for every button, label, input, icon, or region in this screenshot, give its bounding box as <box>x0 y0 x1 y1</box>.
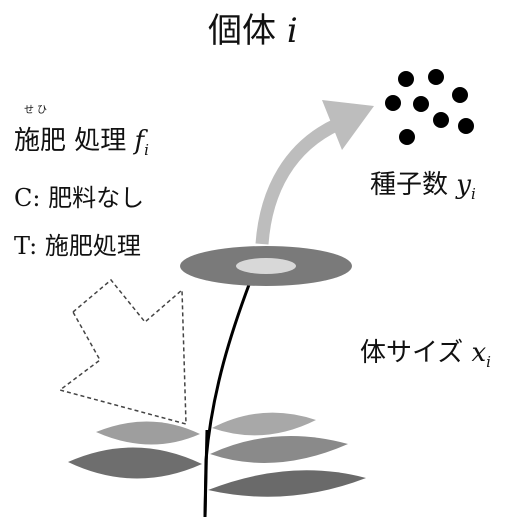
flower-center <box>236 258 296 274</box>
body-size-text: 体サイズ <box>360 338 464 368</box>
seed-dot <box>458 118 474 134</box>
seed-arrow-head <box>322 100 374 150</box>
fertilizer-label-text: 施肥 処理 <box>14 126 127 156</box>
seed-dot <box>413 96 429 112</box>
seed-arrow-shaft <box>255 118 341 245</box>
seed-dot <box>452 87 468 103</box>
condition-c-code: C: <box>14 184 41 212</box>
seed-dot <box>385 95 401 111</box>
condition-c: C: 肥料なし <box>14 186 144 210</box>
leaves <box>68 412 366 497</box>
seed-dot <box>399 129 415 145</box>
seed-count-variable: y <box>456 170 471 200</box>
seed-cluster <box>385 69 474 145</box>
title-variable: i <box>286 11 298 51</box>
condition-t-code: T: <box>14 232 38 260</box>
seed-dot <box>398 71 414 87</box>
fertilizer-subscript: i <box>144 141 149 160</box>
seed-count-label: 種子数 yi <box>370 172 476 202</box>
leaf-right-top <box>212 412 316 436</box>
body-size-label: 体サイズ xi <box>360 340 491 370</box>
leaf-right-middle <box>210 436 348 463</box>
seed-dot <box>433 112 449 128</box>
fertilizer-arrow <box>58 278 187 425</box>
condition-t-text: 施肥処理 <box>44 232 141 260</box>
plant-stem-front <box>203 429 209 517</box>
fertilizer-label: 施肥 処理 fi <box>14 128 149 158</box>
leaf-left-top <box>96 421 200 445</box>
body-size-subscript: i <box>486 353 491 372</box>
seed-count-text: 種子数 <box>370 170 449 200</box>
body-size-variable: x <box>471 338 487 368</box>
seed-dot <box>428 69 444 85</box>
leaf-left-bottom <box>68 447 202 479</box>
fertilizer-variable: f <box>134 126 145 156</box>
seed-count-subscript: i <box>470 185 476 204</box>
condition-t: T: 施肥処理 <box>14 234 141 258</box>
fertilizer-ruby: せひ <box>24 105 50 116</box>
leaf-right-bottom <box>208 470 366 497</box>
condition-c-text: 肥料なし <box>48 184 145 212</box>
title-text: 個体 <box>208 11 276 51</box>
title: 個体 i <box>208 14 298 48</box>
